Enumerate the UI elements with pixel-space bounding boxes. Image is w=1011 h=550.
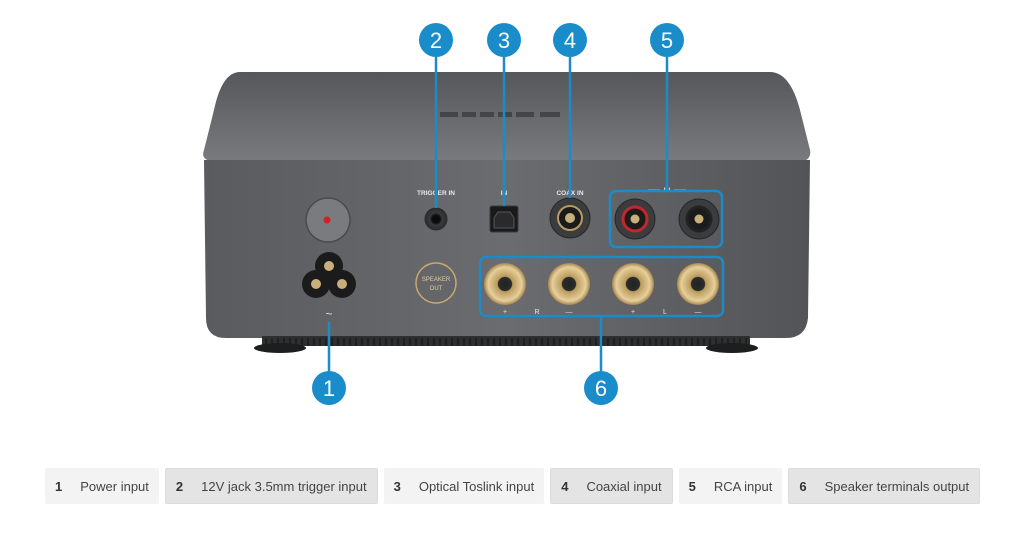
speaker-terminal-1 bbox=[484, 263, 526, 305]
speaker-terminal-2 bbox=[548, 263, 590, 305]
terminal-mark: R bbox=[534, 309, 539, 316]
svg-text:SPEAKER: SPEAKER bbox=[422, 277, 451, 283]
callout-4: 4 bbox=[553, 23, 587, 57]
speaker-terminal-4 bbox=[677, 263, 719, 305]
legend-item-speaker-output[interactable]: 6 Speaker terminals output bbox=[788, 468, 981, 504]
svg-text:6: 6 bbox=[595, 376, 607, 401]
power-indicator bbox=[323, 216, 331, 224]
legend: 1 Power input 2 12V jack 3.5mm trigger i… bbox=[45, 468, 981, 504]
legend-item-coaxial-input[interactable]: 4 Coaxial input bbox=[550, 468, 673, 504]
terminal-marks: + R — + L — bbox=[503, 309, 702, 316]
svg-text:OUT: OUT bbox=[430, 286, 443, 292]
terminal-mark: + bbox=[631, 309, 635, 316]
legend-label: Coaxial input bbox=[586, 478, 662, 494]
callout-2: 2 bbox=[419, 23, 453, 57]
legend-number: 4 bbox=[561, 478, 569, 494]
device-foot-right bbox=[706, 343, 758, 353]
top-logo-mark bbox=[440, 112, 560, 117]
callout-3: 3 bbox=[487, 23, 521, 57]
legend-item-power-input[interactable]: 1 Power input bbox=[45, 468, 159, 504]
terminal-mark: — bbox=[695, 309, 702, 316]
legend-item-rca-input[interactable]: 5 RCA input bbox=[678, 468, 783, 504]
speaker-out-badge: SPEAKER OUT bbox=[415, 262, 457, 304]
svg-text:1: 1 bbox=[323, 376, 335, 401]
callout-1: 1 bbox=[312, 371, 346, 405]
svg-text:3: 3 bbox=[498, 28, 510, 53]
device-diagram: ~ TRIGGER IN IN COAX IN IN SPEAKER OUT bbox=[203, 23, 811, 405]
callout-5: 5 bbox=[650, 23, 684, 57]
legend-item-trigger-input[interactable]: 2 12V jack 3.5mm trigger input bbox=[164, 468, 378, 504]
legend-number: 2 bbox=[175, 478, 184, 494]
legend-item-optical-input[interactable]: 3 Optical Toslink input bbox=[383, 468, 545, 504]
legend-label: Speaker terminals output bbox=[824, 478, 970, 494]
power-symbol-label: ~ bbox=[325, 307, 332, 321]
legend-label: Power input bbox=[80, 478, 149, 494]
speaker-terminal-3 bbox=[612, 263, 654, 305]
rca-jack-black bbox=[678, 198, 720, 240]
svg-text:5: 5 bbox=[661, 28, 673, 53]
legend-number: 6 bbox=[799, 478, 807, 494]
device-illustration: ~ TRIGGER IN IN COAX IN IN SPEAKER OUT bbox=[203, 23, 811, 405]
legend-number: 1 bbox=[55, 478, 63, 494]
svg-text:4: 4 bbox=[564, 28, 576, 53]
legend-label: RCA input bbox=[713, 478, 773, 494]
svg-text:2: 2 bbox=[430, 28, 442, 53]
rca-jack-red bbox=[614, 198, 656, 240]
legend-number: 3 bbox=[393, 478, 401, 494]
vent-slots bbox=[265, 338, 747, 346]
callout-6: 6 bbox=[584, 371, 618, 405]
device-foot-left bbox=[254, 343, 306, 353]
terminal-mark: L bbox=[663, 309, 667, 316]
terminal-mark: + bbox=[503, 309, 507, 316]
legend-label: 12V jack 3.5mm trigger input bbox=[201, 478, 367, 494]
terminal-mark: — bbox=[566, 309, 573, 316]
legend-label: Optical Toslink input bbox=[418, 478, 535, 494]
device-front-panel bbox=[204, 160, 810, 338]
callout-lines bbox=[327, 56, 669, 372]
legend-number: 5 bbox=[688, 478, 696, 494]
power-connector bbox=[302, 252, 356, 298]
